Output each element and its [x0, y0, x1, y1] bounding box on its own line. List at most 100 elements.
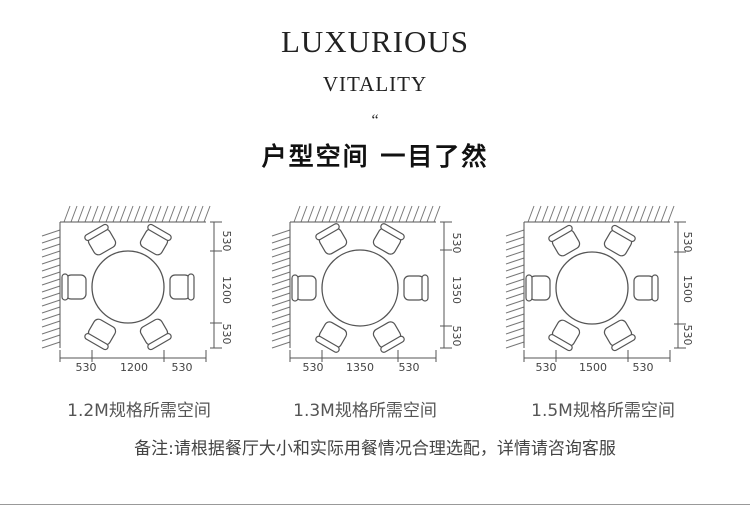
dim-right-top: 530: [220, 231, 233, 252]
round-table: [91, 250, 165, 324]
hatch-stroke: [112, 205, 120, 223]
hatch-stroke: [271, 299, 291, 307]
wall-hatch-left: [41, 229, 61, 349]
dim-right-table: 1200: [220, 276, 233, 304]
hatch-stroke: [412, 205, 420, 223]
hatch-stroke: [271, 278, 291, 286]
chair-back: [84, 332, 109, 351]
chair: [84, 223, 117, 256]
hatch-stroke: [632, 205, 640, 223]
chair-back: [611, 224, 636, 243]
hatch-stroke: [41, 278, 61, 286]
hatch-stroke: [161, 205, 169, 223]
chair-seat: [529, 275, 551, 301]
hatch-stroke: [342, 205, 350, 223]
layout-caption-2: 1.3M规格所需空间: [293, 401, 437, 421]
chair-back: [651, 274, 659, 302]
layout-caption-3: 1.5M规格所需空间: [531, 401, 675, 421]
hatch-stroke: [271, 271, 291, 279]
hatch-stroke: [41, 292, 61, 300]
chair: [291, 274, 317, 302]
hatch-stroke: [271, 327, 291, 335]
hatch-stroke: [433, 205, 441, 223]
chair-back: [380, 335, 405, 353]
dim-right-table: 1500: [681, 275, 694, 303]
dim-bottom-left: 530: [303, 361, 324, 374]
wall-hatch-top: [63, 205, 211, 223]
chair-seat: [403, 275, 425, 301]
hatch-stroke: [505, 299, 525, 307]
hatch-stroke: [189, 205, 197, 223]
brand-subtitle: VITALITY: [322, 72, 428, 96]
chair-group: [61, 223, 195, 351]
hatch-stroke: [321, 205, 329, 223]
hatch-stroke: [618, 205, 626, 223]
quote-mark: “: [371, 112, 379, 129]
hatch-stroke: [667, 205, 675, 223]
hatch-stroke: [527, 205, 535, 223]
hatch-stroke: [63, 205, 71, 223]
hatch-stroke: [41, 299, 61, 307]
hatch-stroke: [271, 313, 291, 321]
dim-bottom-left: 530: [76, 361, 97, 374]
chair: [603, 319, 636, 352]
chair-back: [611, 333, 636, 352]
hatch-stroke: [576, 205, 584, 223]
footer-note: 备注:请根据餐厅大小和实际用餐情况合理选配，详情请咨询客服: [134, 439, 616, 459]
chair: [84, 318, 117, 351]
hatch-stroke: [505, 285, 525, 293]
chair-back: [380, 223, 405, 241]
hatch-stroke: [271, 306, 291, 314]
dimension-lines: [289, 221, 452, 362]
hatch-stroke: [41, 327, 61, 335]
dim-bottom-right: 530: [633, 361, 654, 374]
hatch-stroke: [41, 264, 61, 272]
chair-back: [548, 333, 573, 352]
hatch-stroke: [41, 271, 61, 279]
hatch-stroke: [105, 205, 113, 223]
hatch-stroke: [583, 205, 591, 223]
chair: [372, 223, 405, 255]
chair: [403, 274, 429, 302]
dim-bottom-right: 530: [172, 361, 193, 374]
hatch-stroke: [405, 205, 413, 223]
chair-seat: [633, 275, 655, 301]
chair-seat: [295, 275, 317, 301]
hatch-stroke: [70, 205, 78, 223]
hatch-stroke: [541, 205, 549, 223]
hatch-stroke: [534, 205, 542, 223]
chair: [372, 321, 405, 353]
hatch-stroke: [384, 205, 392, 223]
layout-diagram-3: 530 1500 530 530 1500 530: [505, 205, 694, 374]
wall-hatch-left: [271, 229, 291, 349]
hatch-stroke: [41, 341, 61, 349]
hatch-stroke: [625, 205, 633, 223]
hatch-stroke: [660, 205, 668, 223]
hatch-stroke: [140, 205, 148, 223]
dim-right-table: 1350: [450, 276, 463, 304]
wall-hatch-top: [527, 205, 675, 223]
hatch-stroke: [419, 205, 427, 223]
chair-back: [421, 274, 429, 302]
brand-title: LUXURIOUS: [280, 24, 470, 59]
hatch-stroke: [41, 320, 61, 328]
chair-seat: [169, 274, 191, 300]
chair: [315, 321, 348, 353]
bottom-divider: [0, 504, 750, 505]
hatch-stroke: [426, 205, 434, 223]
hatch-stroke: [168, 205, 176, 223]
hatch-stroke: [41, 306, 61, 314]
hatch-stroke: [597, 205, 605, 223]
hatch-stroke: [505, 271, 525, 279]
chair: [603, 224, 636, 257]
hatch-stroke: [505, 243, 525, 251]
dim-bottom-right: 530: [399, 361, 420, 374]
hatch-stroke: [98, 205, 106, 223]
hatch-stroke: [271, 285, 291, 293]
dim-right-bottom: 530: [681, 325, 694, 346]
chair-back: [147, 332, 172, 351]
dim-right-top: 530: [681, 232, 694, 253]
wall-hatch-top: [293, 205, 441, 223]
hatch-stroke: [119, 205, 127, 223]
hatch-stroke: [391, 205, 399, 223]
